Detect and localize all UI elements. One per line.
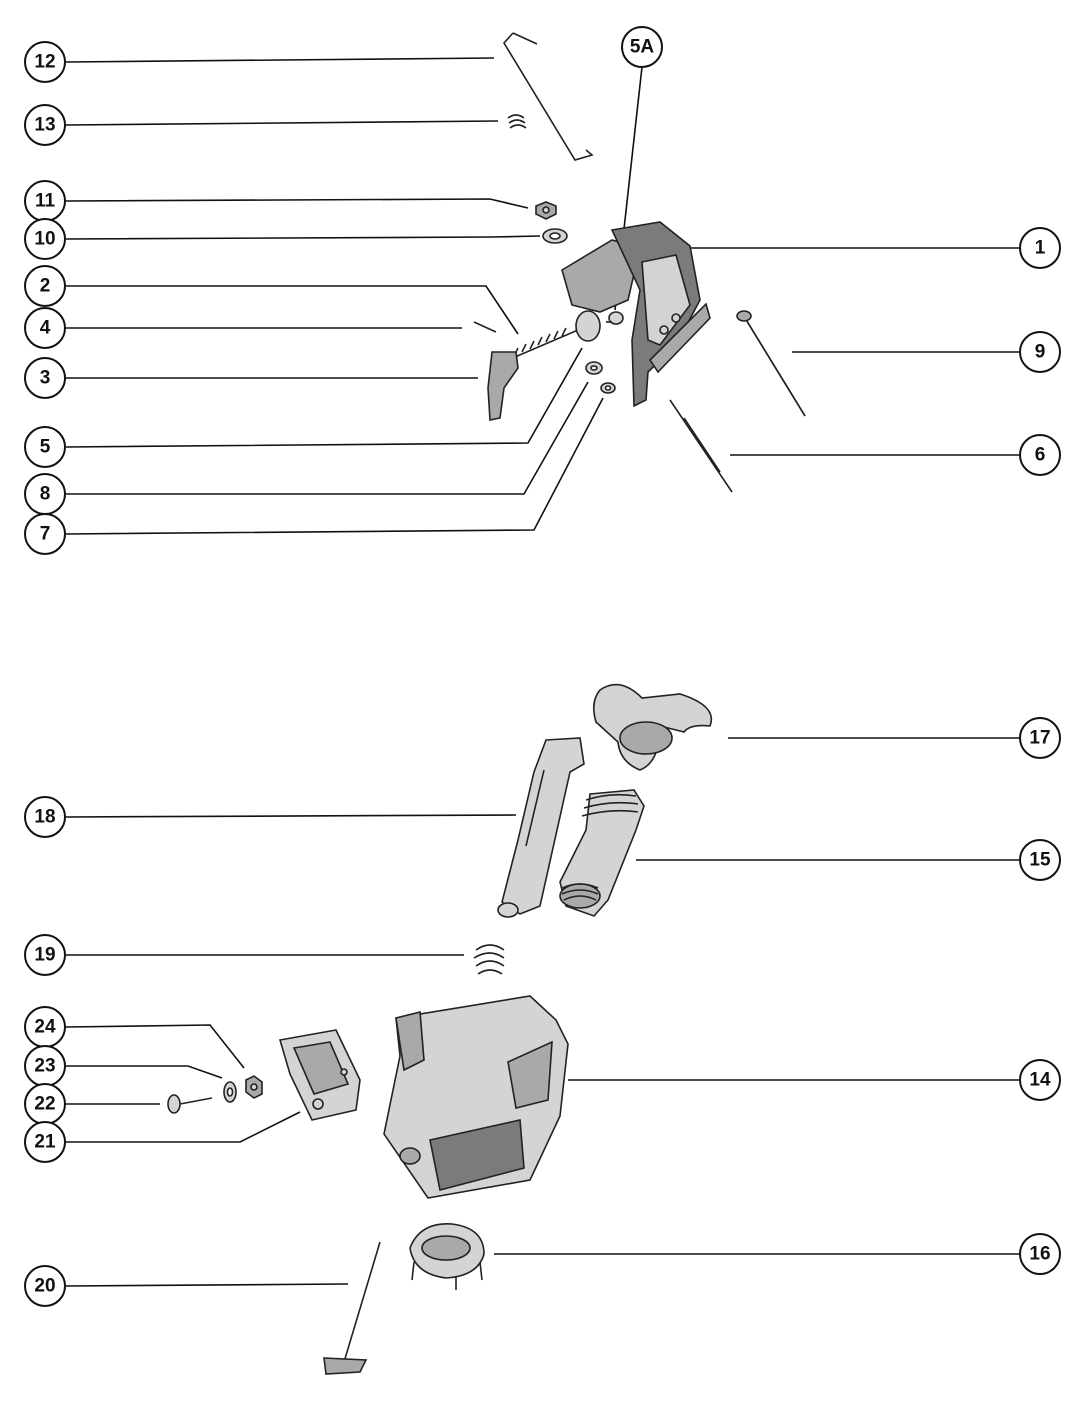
part-17-knob — [592, 683, 713, 771]
callout-10: 10 — [24, 218, 66, 260]
part-10-washer — [542, 228, 568, 244]
svg-text:24: 24 — [34, 1017, 56, 1038]
svg-text:7: 7 — [40, 524, 51, 545]
callout-2: 2 — [24, 265, 66, 307]
part-11-nut — [535, 201, 557, 220]
callout-19: 19 — [24, 934, 66, 976]
part-20-t-rod — [323, 1241, 381, 1375]
part-2-clamp-screw — [507, 310, 601, 361]
svg-text:4: 4 — [40, 318, 51, 339]
svg-text:5: 5 — [40, 437, 51, 458]
callout-23: 23 — [24, 1045, 66, 1087]
part-4-pin — [473, 321, 497, 333]
callout-5a: 5A — [621, 26, 663, 68]
callout-11: 11 — [24, 180, 66, 222]
svg-text:10: 10 — [34, 229, 55, 250]
part-8-washer — [585, 361, 603, 375]
part-3-handle — [487, 351, 519, 421]
svg-text:18: 18 — [34, 807, 55, 828]
callout-15: 15 — [1019, 839, 1061, 881]
callout-17: 17 — [1019, 717, 1061, 759]
callout-5: 5 — [24, 426, 66, 468]
part-7-washer — [600, 382, 616, 394]
callout-8: 8 — [24, 473, 66, 515]
callout-20: 20 — [24, 1265, 66, 1307]
svg-text:2: 2 — [40, 276, 51, 297]
callout-9: 9 — [1019, 331, 1061, 373]
callout-22: 22 — [24, 1083, 66, 1125]
callout-7: 7 — [24, 513, 66, 555]
callout-24: 24 — [24, 1006, 66, 1048]
callout-6: 6 — [1019, 434, 1061, 476]
callout-3: 3 — [24, 357, 66, 399]
svg-text:14: 14 — [1029, 1070, 1051, 1091]
svg-text:1: 1 — [1035, 238, 1046, 259]
svg-text:13: 13 — [34, 115, 55, 136]
part-9-long-bolt — [736, 310, 806, 417]
part-23-washer — [223, 1081, 237, 1103]
part-14-housing — [383, 995, 569, 1199]
svg-text:19: 19 — [34, 945, 55, 966]
callout-1: 1 — [1019, 227, 1061, 269]
callout-4: 4 — [24, 307, 66, 349]
svg-text:16: 16 — [1029, 1244, 1050, 1265]
part-18-shaft — [497, 737, 585, 918]
svg-text:5A: 5A — [630, 37, 655, 58]
svg-text:17: 17 — [1029, 728, 1050, 749]
callout-16: 16 — [1019, 1233, 1061, 1275]
part-1-clamp-bracket — [561, 221, 711, 408]
part-12-hex-key — [503, 32, 594, 161]
part-15-sleeve — [559, 789, 645, 917]
callout-13: 13 — [24, 104, 66, 146]
svg-text:21: 21 — [34, 1132, 56, 1153]
callout-12: 12 — [24, 41, 66, 83]
svg-text:23: 23 — [34, 1056, 55, 1077]
svg-text:11: 11 — [35, 191, 56, 212]
svg-text:22: 22 — [34, 1094, 55, 1115]
svg-text:6: 6 — [1035, 445, 1046, 466]
svg-text:8: 8 — [40, 484, 51, 505]
part-21-block — [278, 1029, 361, 1121]
part-5a-screw — [606, 311, 624, 325]
part-24-nut — [245, 1075, 263, 1099]
part-22-bolt — [167, 1094, 213, 1114]
part-16-clamp-ring — [409, 1223, 485, 1290]
callout-18: 18 — [24, 796, 66, 838]
svg-text:3: 3 — [40, 368, 51, 389]
svg-text:12: 12 — [34, 52, 55, 73]
part-19-spring — [473, 944, 505, 975]
svg-text:15: 15 — [1029, 850, 1051, 871]
leader-lines — [65, 57, 1020, 1287]
svg-text:20: 20 — [34, 1276, 55, 1297]
svg-text:9: 9 — [1035, 342, 1046, 363]
part-13-spring — [507, 114, 527, 129]
part-6-pivot-rod — [669, 399, 733, 493]
callout-21: 21 — [24, 1121, 66, 1163]
callout-14: 14 — [1019, 1059, 1061, 1101]
